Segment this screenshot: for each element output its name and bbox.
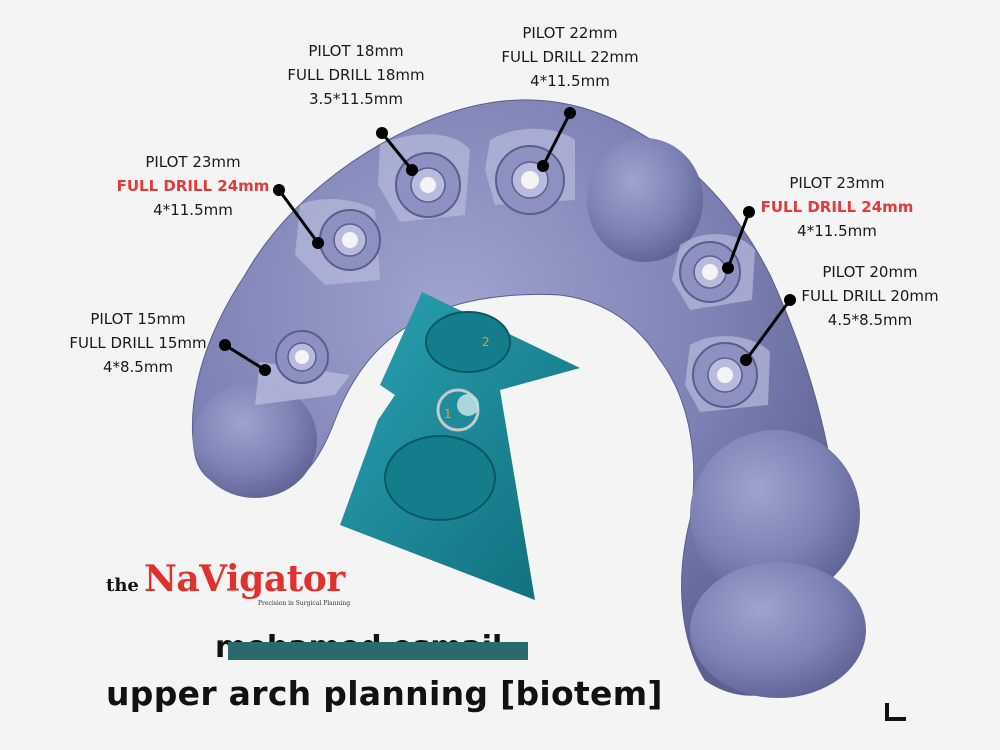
scan-inset: 1 2: [340, 292, 580, 600]
full-drill-depth-warning: FULL DRILL 24mm: [116, 177, 270, 195]
leader-lines: [224, 112, 792, 372]
implant-label-4: PILOT 22mm FULL DRILL 22mm 4*11.5mm: [501, 21, 638, 93]
implant-label-1: PILOT 15mm FULL DRILL 15mm 4*8.5mm: [69, 307, 206, 379]
inset-marker-1: 1: [444, 407, 452, 421]
sleeve-6: [685, 336, 770, 412]
implant-size: 4*8.5mm: [102, 358, 174, 376]
implant-size: 3.5*11.5mm: [309, 90, 403, 108]
pilot-depth: PILOT 20mm: [822, 263, 918, 281]
premolar-lobe-right: [587, 138, 703, 262]
leader-dots: [219, 107, 796, 376]
implant-size: 4.5*8.5mm: [827, 311, 913, 329]
brand-logo: the NaVigator Precision in Surgical Plan…: [106, 558, 350, 607]
brand-prefix: the: [106, 575, 139, 596]
molar-lobe-right-upper: [690, 430, 860, 600]
implant-label-2: PILOT 23mm FULL DRILL 24mm 4*11.5mm: [117, 150, 270, 222]
molar-lobe-left: [193, 382, 317, 498]
implant-size: 4*11.5mm: [797, 222, 877, 240]
brand-tagline: Precision in Surgical Planning: [258, 600, 351, 607]
implant-label-3: PILOT 18mm FULL DRILL 18mm 3.5*11.5mm: [287, 39, 424, 111]
sleeve-2: [295, 198, 381, 285]
brand-name: NaVigator: [143, 558, 345, 600]
pilot-depth: PILOT 22mm: [522, 24, 618, 42]
pilot-depth: PILOT 23mm: [789, 174, 885, 192]
sleeve-5: [672, 234, 755, 310]
full-drill-depth: FULL DRILL 20mm: [801, 287, 939, 305]
implant-label-6: PILOT 20mm FULL DRILL 20mm 4.5*8.5mm: [801, 260, 938, 332]
side-marker-icon: [885, 703, 906, 721]
implant-label-5: PILOT 23mm FULL DRILL 24mm 4*11.5mm: [761, 171, 914, 243]
pilot-depth: PILOT 15mm: [90, 310, 186, 328]
implant-size: 4*11.5mm: [153, 201, 233, 219]
sleeve-1: [255, 330, 350, 405]
full-drill-depth: FULL DRILL 15mm: [69, 334, 207, 352]
pilot-depth: PILOT 18mm: [308, 42, 404, 60]
full-drill-depth: FULL DRILL 18mm: [287, 66, 425, 84]
full-drill-depth: FULL DRILL 22mm: [501, 48, 639, 66]
molar-lobe-right-lower: [690, 562, 866, 698]
full-drill-depth-warning: FULL DRILL 24mm: [760, 198, 914, 216]
redaction-bar: [228, 642, 528, 660]
inset-marker-2: 2: [482, 335, 490, 349]
page-title: upper arch planning [biotem]: [106, 674, 663, 713]
pilot-depth: PILOT 23mm: [145, 153, 241, 171]
implant-size: 4*11.5mm: [530, 72, 610, 90]
